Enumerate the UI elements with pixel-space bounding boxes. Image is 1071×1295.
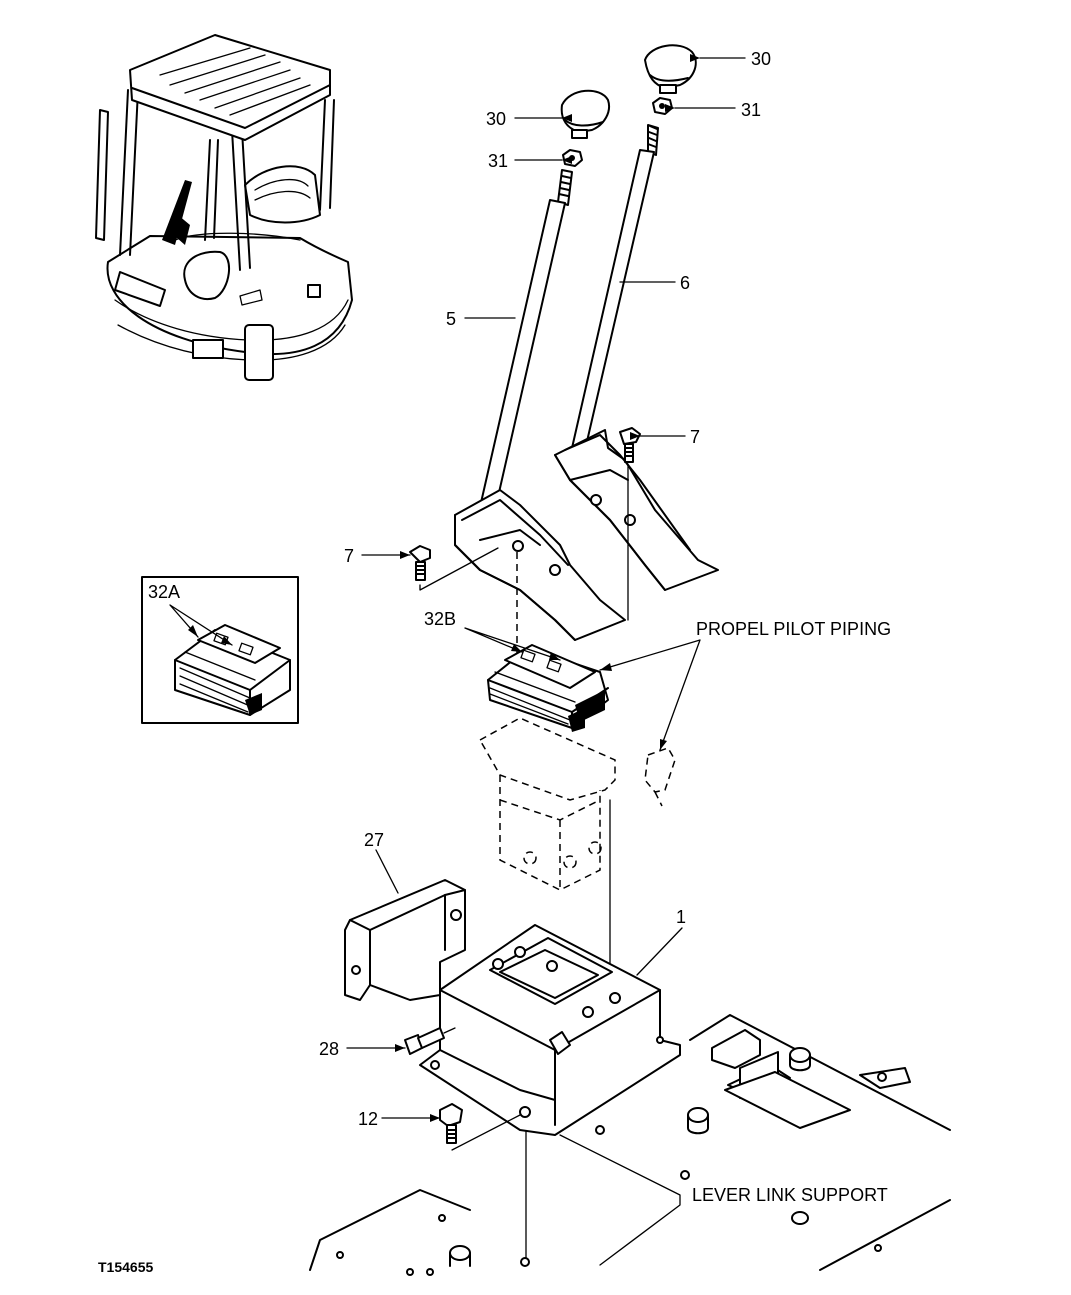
arrow-28 bbox=[395, 1044, 405, 1052]
callout-27: 27 bbox=[364, 830, 384, 850]
lever-6 bbox=[571, 124, 659, 451]
callout-31-lower: 31 bbox=[488, 151, 508, 171]
arrow-30-upper bbox=[690, 54, 700, 62]
figure-id: T154655 bbox=[98, 1259, 153, 1275]
callout-6: 6 bbox=[680, 273, 690, 293]
arrow-32b-b bbox=[549, 652, 560, 660]
arrow-30-lower bbox=[562, 114, 572, 122]
pedal-plate-right bbox=[554, 429, 719, 591]
leader-1 bbox=[636, 927, 683, 976]
callout-32b: 32B bbox=[424, 609, 456, 629]
callout-31-upper: 31 bbox=[741, 100, 761, 120]
note-lever-link-support: LEVER LINK SUPPORT bbox=[692, 1185, 888, 1205]
lever-link-support-floor bbox=[309, 1014, 951, 1276]
arrow-7-left bbox=[400, 551, 410, 559]
callout-32a: 32A bbox=[148, 582, 180, 602]
callout-12: 12 bbox=[358, 1109, 378, 1129]
assembly-line-bolt-12 bbox=[451, 1114, 521, 1151]
arrow-31-upper bbox=[665, 104, 675, 112]
bolt-12 bbox=[439, 1103, 463, 1144]
callout-30-upper: 30 bbox=[751, 49, 771, 69]
arrow-32b-a bbox=[511, 644, 522, 652]
bracket-27 bbox=[344, 879, 466, 1001]
arrow-12 bbox=[430, 1114, 440, 1122]
pilot-valve-32b bbox=[487, 644, 609, 732]
callout-1: 1 bbox=[676, 907, 686, 927]
knob-upper bbox=[644, 44, 697, 94]
callout-7-left: 7 bbox=[344, 546, 354, 566]
arrow-7-right bbox=[630, 432, 640, 440]
dashed-fitting bbox=[644, 747, 676, 807]
dashed-valve-body bbox=[478, 717, 616, 891]
assembly-line-left-bolt bbox=[419, 547, 499, 591]
arrow-piping-b bbox=[660, 739, 667, 750]
arrow-piping-a bbox=[600, 663, 612, 671]
pilot-valve-inset-drawing bbox=[174, 624, 291, 716]
stand-1 bbox=[419, 924, 681, 1136]
callout-5: 5 bbox=[446, 309, 456, 329]
knob-lower bbox=[560, 89, 610, 139]
callout-28: 28 bbox=[319, 1039, 339, 1059]
nut-lower bbox=[562, 149, 583, 167]
arrow-31-lower bbox=[562, 156, 572, 164]
excavator-overview-illustration bbox=[95, 34, 353, 381]
callout-30-lower: 30 bbox=[486, 109, 506, 129]
arrow-32a-b bbox=[221, 636, 232, 645]
arrow-32a-a bbox=[188, 625, 198, 637]
bolt-28 bbox=[404, 1027, 456, 1055]
lever-5 bbox=[479, 169, 573, 511]
leader-propel-pilot-piping bbox=[599, 639, 701, 751]
leader-27 bbox=[375, 849, 399, 894]
bolt-7-left bbox=[409, 545, 431, 581]
note-propel-pilot-piping: PROPEL PILOT PIPING bbox=[696, 619, 891, 639]
callout-7-right: 7 bbox=[690, 427, 700, 447]
pedal-plate-left bbox=[454, 489, 626, 641]
